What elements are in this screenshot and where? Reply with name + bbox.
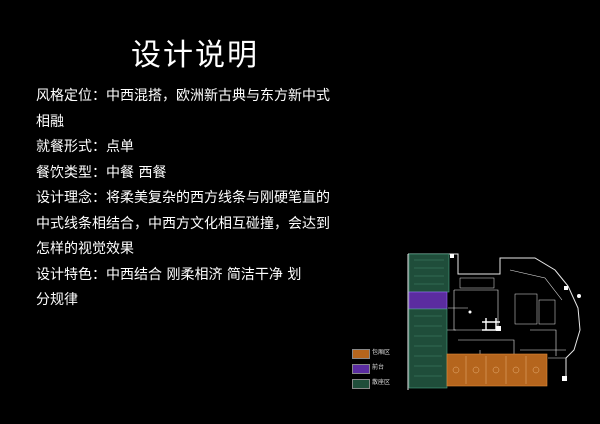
legend-label: 包厢区 [372, 349, 391, 356]
legend-swatch [352, 364, 370, 374]
description-line: 风格定位：中西混搭，欧洲新古典与东方新中式 [36, 88, 330, 104]
legend-label: 前台 [372, 364, 385, 371]
description-line: 怎样的视觉效果 [36, 241, 134, 257]
floor-plan [407, 253, 581, 390]
description-text: 风格定位：中西混搭，欧洲新古典与东方新中式 相融 就餐形式：点单 餐饮类型：中餐… [36, 84, 356, 314]
description-line: 中式线条相结合，中西方文化相互碰撞，会达到 [36, 215, 330, 232]
legend-swatch [352, 349, 370, 359]
legend-label: 散座区 [372, 379, 391, 386]
description-line: 设计理念：将柔美复杂的西方线条与刚硬笔直的 [36, 190, 330, 206]
legend-swatch [352, 379, 370, 389]
description-line: 相融 [36, 113, 64, 130]
description-line: 设计特色：中西结合 刚柔相济 简洁干净 划 [36, 266, 302, 283]
description-line: 餐饮类型：中餐 西餐 [36, 164, 167, 181]
description-line: 分规律 [36, 292, 78, 308]
description-line: 就餐形式：点单 [36, 139, 134, 155]
page-title: 设计说明 [131, 38, 259, 73]
